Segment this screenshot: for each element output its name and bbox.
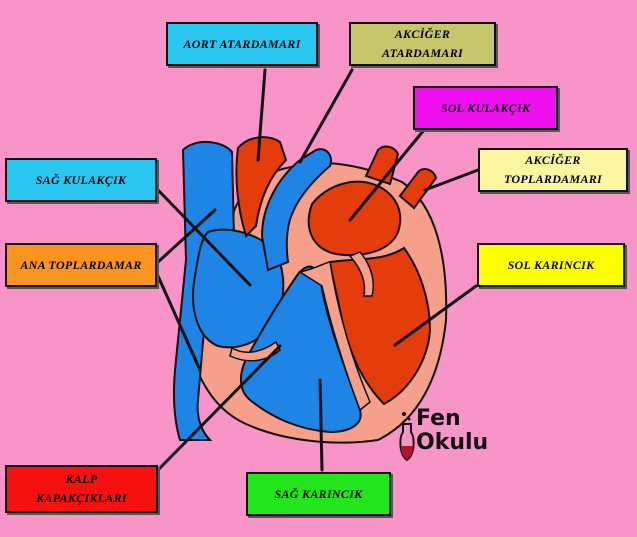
pointer-lines — [156, 68, 480, 472]
label-text: SOL KARINCIK — [507, 257, 595, 272]
label-akciger-atardamari: AKCİĞER ATARDAMARI — [349, 22, 496, 66]
pointer-kalp-kapakciklari — [156, 344, 282, 472]
label-text-line1: AKCİĞER — [394, 27, 451, 42]
label-sol-karincik: SOL KARINCIK — [477, 243, 625, 287]
label-text-line2: KAPAKÇIKLARI — [36, 491, 127, 505]
aorta — [235, 136, 288, 238]
pointer-aort — [256, 68, 267, 162]
left-atrium — [307, 180, 402, 257]
flask-icon — [399, 412, 415, 462]
label-sol-kulakcik: SOL KULAKÇIK — [413, 86, 558, 130]
pulmonary-vein-1 — [364, 145, 400, 186]
label-akciger-toplardamari: AKCİĞER TOPLARDAMARI — [478, 148, 628, 192]
label-text: ANA TOPLARDAMAR — [20, 257, 142, 272]
pointer-sag-karincik — [318, 378, 324, 472]
mitral-valve — [348, 251, 374, 297]
fen-okulu-logo: Fen Okulu — [398, 406, 508, 466]
label-text: SOL KULAKÇIK — [440, 100, 531, 115]
logo-line2: Okulu — [416, 430, 489, 455]
label-text-line1: KALP — [65, 472, 98, 487]
label-text-line2: TOPLARDAMARI — [503, 172, 603, 186]
label-text: AORT ATARDAMARI — [183, 36, 301, 51]
label-kalp-kapakciklari: KALP KAPAKÇIKLARI — [5, 465, 158, 513]
pointer-sol-kulakcik — [348, 128, 426, 222]
label-ana-toplardamar: ANA TOPLARDAMAR — [5, 243, 157, 287]
label-text-line2: ATARDAMARI — [381, 46, 464, 60]
tricuspid-valve — [229, 340, 281, 362]
septum — [298, 261, 371, 412]
pointer-sol-karincik — [393, 284, 478, 347]
pulmonary-vein-2 — [398, 168, 438, 210]
label-sag-karincik: SAĞ KARINCIK — [246, 472, 391, 516]
label-text-line1: AKCİĞER — [525, 153, 581, 168]
pointer-akciger-toplardamari — [423, 168, 480, 192]
pointer-sag-kulakcik — [156, 188, 252, 287]
pointer-ana-toplardamar-1 — [156, 208, 217, 264]
label-text: SAĞ KULAKÇIK — [35, 172, 127, 187]
pointer-ana-toplardamar-2 — [156, 274, 202, 372]
pulmonary-artery — [260, 148, 332, 272]
label-aort-atardamari: AORT ATARDAMARI — [166, 22, 318, 66]
pointer-akciger-atardamari — [298, 68, 354, 164]
label-sag-kulakcik: SAĞ KULAKÇIK — [5, 158, 157, 202]
logo-line1: Fen — [416, 406, 461, 431]
label-text: SAĞ KARINCIK — [274, 486, 363, 501]
